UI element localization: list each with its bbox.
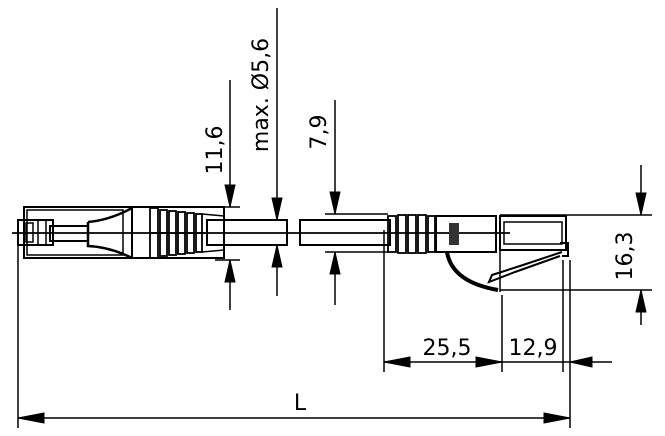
- dimension-plug-height: [500, 165, 652, 325]
- dimension-cable-diameter: [271, 8, 283, 296]
- right-connector: [387, 214, 569, 292]
- dim-25-5: 25,5: [423, 336, 472, 361]
- dim-max-diameter-5-6: max. Ø5,6: [249, 38, 274, 152]
- label-tag: [449, 223, 459, 245]
- dimension-boot-height-right: [325, 100, 388, 305]
- dim-11-6: 11,6: [203, 126, 228, 175]
- dimension-total-length: [17, 245, 571, 428]
- dim-16-3: 16,3: [613, 232, 638, 281]
- dim-12-9: 12,9: [509, 336, 558, 361]
- dim-total-length-L: L: [294, 391, 307, 416]
- dimension-boot-height: [215, 80, 240, 310]
- dim-7-9: 7,9: [307, 115, 332, 150]
- dimension-horizontal-lengths: [383, 230, 612, 428]
